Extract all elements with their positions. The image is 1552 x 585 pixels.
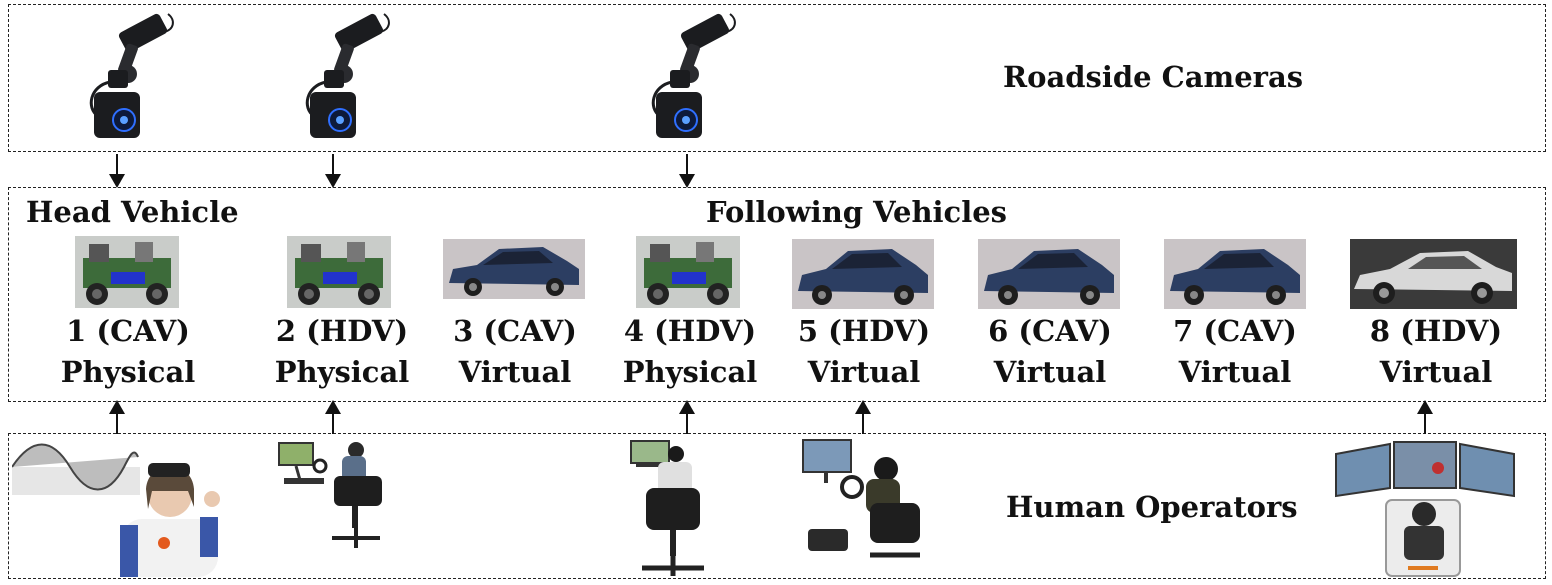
vehicle-label: 2 (HDV) Physical [252, 311, 432, 393]
human-operators-panel [8, 433, 1546, 579]
operator-to-vehicle-arrow [855, 400, 871, 434]
operator-to-vehicle-arrow [1417, 400, 1433, 434]
roadside-camera-icon [642, 12, 742, 147]
desk-simulator-operator-image [276, 438, 388, 550]
vehicle-label: 3 (CAV) Virtual [425, 311, 605, 393]
vehicle-mode: Physical [274, 355, 410, 389]
vehicle-mode: Virtual [1379, 355, 1493, 389]
vehicle-number-type: 3 (CAV) [453, 314, 577, 348]
physical-robot-car-image [287, 236, 391, 308]
vehicle-mode: Virtual [458, 355, 572, 389]
head-vehicle-label: Head Vehicle [26, 195, 239, 229]
vehicle-number-type: 2 (HDV) [275, 314, 409, 348]
vehicle-label: 5 (HDV) Virtual [774, 311, 954, 393]
vehicle-number-type: 4 (HDV) [623, 314, 757, 348]
blue-hatchback-image [1164, 239, 1306, 309]
vehicle-mode: Virtual [1178, 355, 1292, 389]
blue-hatchback-image [792, 239, 934, 309]
vehicle-label: 8 (HDV) Virtual [1346, 311, 1526, 393]
vehicle-mode: Virtual [807, 355, 921, 389]
vehicle-number-type: 8 (HDV) [1369, 314, 1503, 348]
vehicle-number-type: 1 (CAV) [66, 314, 190, 348]
vehicle-label: 7 (CAV) Virtual [1145, 311, 1325, 393]
physical-robot-car-image [75, 236, 179, 308]
vehicle-mode: Virtual [993, 355, 1107, 389]
vehicle-number-type: 6 (CAV) [988, 314, 1112, 348]
white-sedan-image [1350, 239, 1517, 309]
vehicle-mode: Physical [622, 355, 758, 389]
following-vehicles-label: Following Vehicles [706, 195, 1008, 229]
camera-to-vehicle-arrow [325, 154, 341, 188]
mixed-reality-operator-image [12, 437, 222, 577]
vehicle-label: 4 (HDV) Physical [600, 311, 780, 393]
roadside-cameras-panel [8, 4, 1546, 152]
roadside-cameras-label: Roadside Cameras [1003, 60, 1304, 94]
operator-to-vehicle-arrow [325, 400, 341, 434]
vehicle-label: 6 (CAV) Virtual [960, 311, 1140, 393]
roadside-camera-icon [80, 12, 180, 147]
desk-simulator-operator-image [628, 438, 710, 578]
triple-screen-simulator-image [1334, 440, 1516, 578]
roadside-camera-icon [296, 12, 396, 147]
human-operators-label: Human Operators [1006, 490, 1298, 524]
camera-to-vehicle-arrow [109, 154, 125, 188]
vehicle-number-type: 5 (HDV) [797, 314, 931, 348]
desk-simulator-operator-image [800, 437, 925, 561]
vehicles-panel [8, 187, 1546, 402]
vehicle-number-type: 7 (CAV) [1173, 314, 1297, 348]
operator-to-vehicle-arrow [679, 400, 695, 434]
blue-hatchback-image [978, 239, 1120, 309]
vehicle-mode: Physical [60, 355, 196, 389]
camera-to-vehicle-arrow [679, 154, 695, 188]
blue-hatchback-image [443, 239, 585, 299]
operator-to-vehicle-arrow [109, 400, 125, 434]
vehicle-label: 1 (CAV) Physical [38, 311, 218, 393]
physical-robot-car-image [636, 236, 740, 308]
